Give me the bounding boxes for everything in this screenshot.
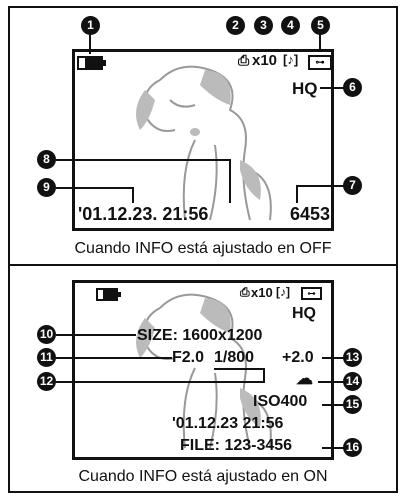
callout-3: 3 [254,16,273,35]
callout-7: 7 [343,176,362,195]
caption-info-off: Cuando INFO está ajustado en OFF [74,240,332,257]
leader-line-6 [320,87,344,89]
leader-line-12b [263,368,265,383]
callout-11: 11 [37,348,56,367]
shutter-speed: 1/800 [214,349,255,366]
callout-12: 12 [37,372,56,391]
leader-line-7a [296,185,344,187]
callout-15: 15 [343,395,362,414]
dog-illustration-icon [136,293,272,449]
leader-line-14 [318,381,344,383]
battery-icon [77,56,106,70]
leader-line-1 [89,34,91,54]
white-balance-cloudy-icon: ☁ [296,369,313,388]
callout-9: 9 [37,178,56,197]
leader-line-8a [56,159,230,161]
print-quantity: x10 [252,52,278,69]
callout-14: 14 [343,372,362,391]
frame-number: 6453 [290,204,331,224]
callout-5: 5 [311,16,330,35]
caption-info-on: Cuando INFO está ajustado en ON [78,468,328,485]
print-quantity: x10 [251,285,273,300]
protect-icon: ⊶ [301,287,322,300]
panel-divider [8,264,398,266]
leader-line-13 [322,357,344,359]
callout-16: 16 [343,438,362,457]
figure-frame [8,6,398,493]
leader-line-11 [56,357,172,359]
date-time: '01.12.23 21:56 [172,415,284,432]
exposure-compensation: +2.0 [282,349,314,366]
aperture-value: F2.0 [172,349,205,366]
leader-line-15 [322,404,344,406]
leader-line-12a [56,381,264,383]
callout-10: 10 [37,325,56,344]
protect-icon: ⊶ [308,55,332,70]
sound-record-icon: [♪] [276,285,290,299]
leader-line-8b [229,159,231,203]
leader-line-9b [132,187,134,203]
callout-2: 2 [226,16,245,35]
leader-line-5 [319,34,321,52]
callout-6: 6 [343,78,362,97]
quality-mode: HQ [292,79,318,98]
callout-8: 8 [37,150,56,169]
callout-1: 1 [81,16,100,35]
dog-illustration-icon [136,65,272,221]
leader-line-7b [296,185,298,203]
battery-icon [96,288,121,301]
file-number: FILE: 123-3456 [180,437,293,454]
leader-line-10 [56,334,136,336]
iso-value: ISO400 [253,393,308,410]
callout-13: 13 [343,348,362,367]
sound-record-icon: [♪] [283,52,299,67]
leader-line-12c [214,368,264,370]
date-time: '01.12.23. 21:56 [78,204,209,224]
image-size: SIZE: 1600x1200 [137,327,263,344]
callout-4: 4 [281,16,300,35]
quality-mode: HQ [292,305,316,322]
leader-line-9a [56,187,134,189]
print-reserve-icon: ⎙ [238,52,250,68]
print-reserve-icon: ⎙ [240,285,250,299]
leader-line-16 [322,447,344,449]
